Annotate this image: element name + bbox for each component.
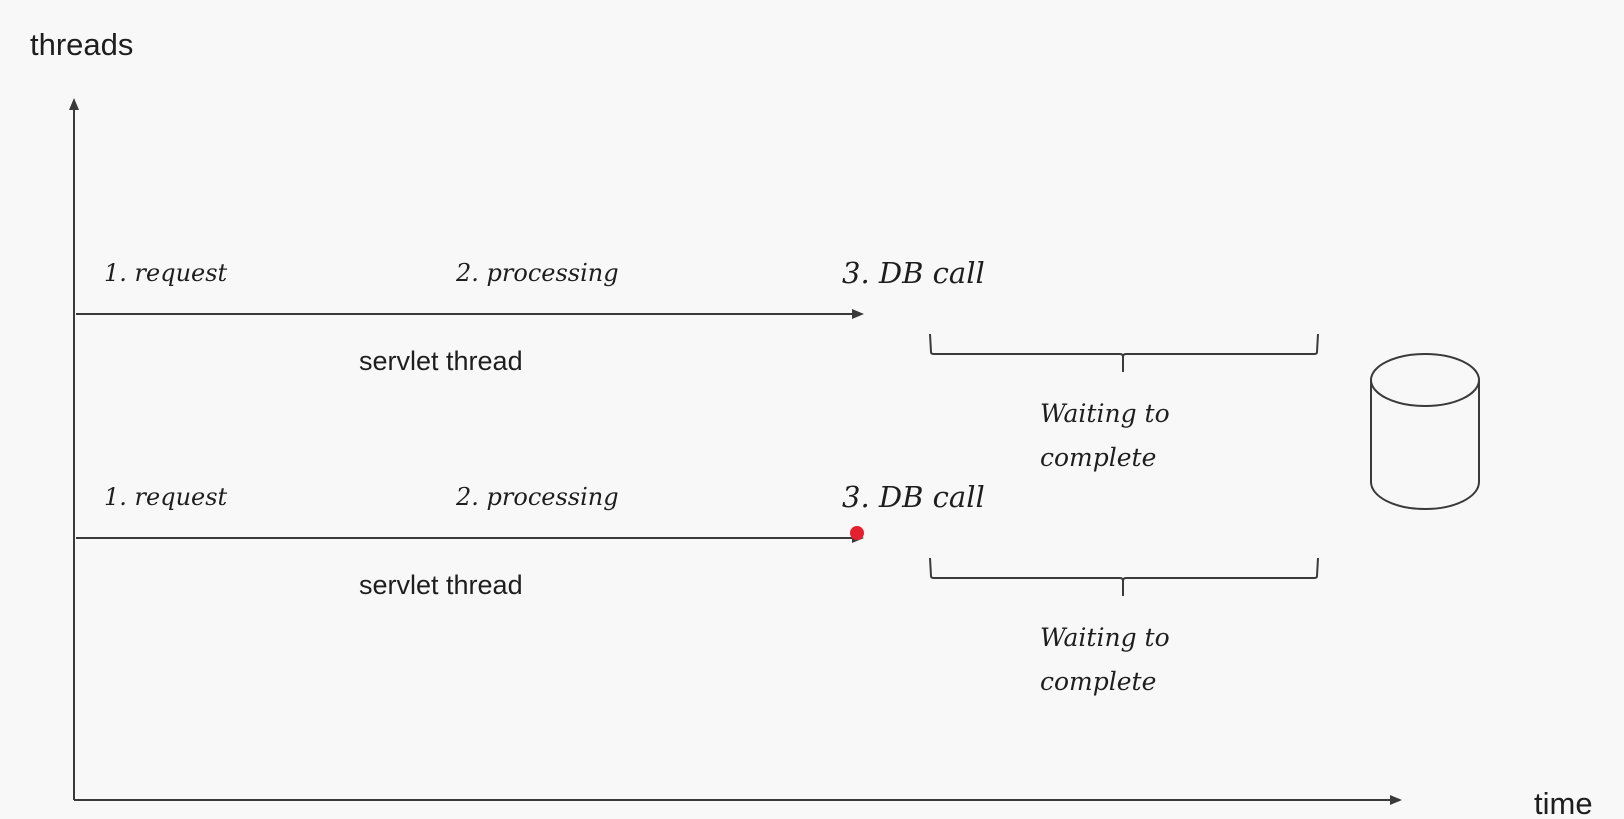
waiting-note-line: Waiting to: [1040, 399, 1170, 428]
y-axis-label: threads: [30, 27, 134, 62]
pointer-dot: [850, 526, 864, 540]
waiting-brace-2: [929, 557, 1319, 596]
waiting-note-line: Waiting to: [1040, 623, 1170, 652]
waiting-note-line: complete: [1040, 443, 1157, 472]
thread-2-waiting-note: Waiting to complete: [1040, 616, 1170, 704]
waiting-brace-1: [929, 333, 1319, 372]
thread-1-waiting-note: Waiting to complete: [1040, 392, 1170, 480]
waiting-note-line: complete: [1040, 667, 1157, 696]
thread-2-step-db-call: 3. DB call: [842, 480, 985, 514]
thread-2-step-processing: 2. processing: [456, 483, 619, 511]
thread-1-step-db-call: 3. DB call: [842, 256, 985, 290]
x-axis-arrowhead: [1390, 795, 1402, 805]
thread-2-label: servlet thread: [359, 570, 523, 600]
thread-1-step-processing: 2. processing: [456, 259, 619, 287]
thread-2-step-request: 1. request: [104, 483, 228, 511]
database-cylinder-icon: [1370, 353, 1480, 510]
y-axis-arrowhead: [69, 98, 79, 110]
thread-1-label: servlet thread: [359, 346, 523, 376]
x-axis-label: time: [1534, 786, 1593, 819]
thread-1-step-request: 1. request: [104, 259, 228, 287]
thread-1-arrowhead: [852, 309, 864, 319]
